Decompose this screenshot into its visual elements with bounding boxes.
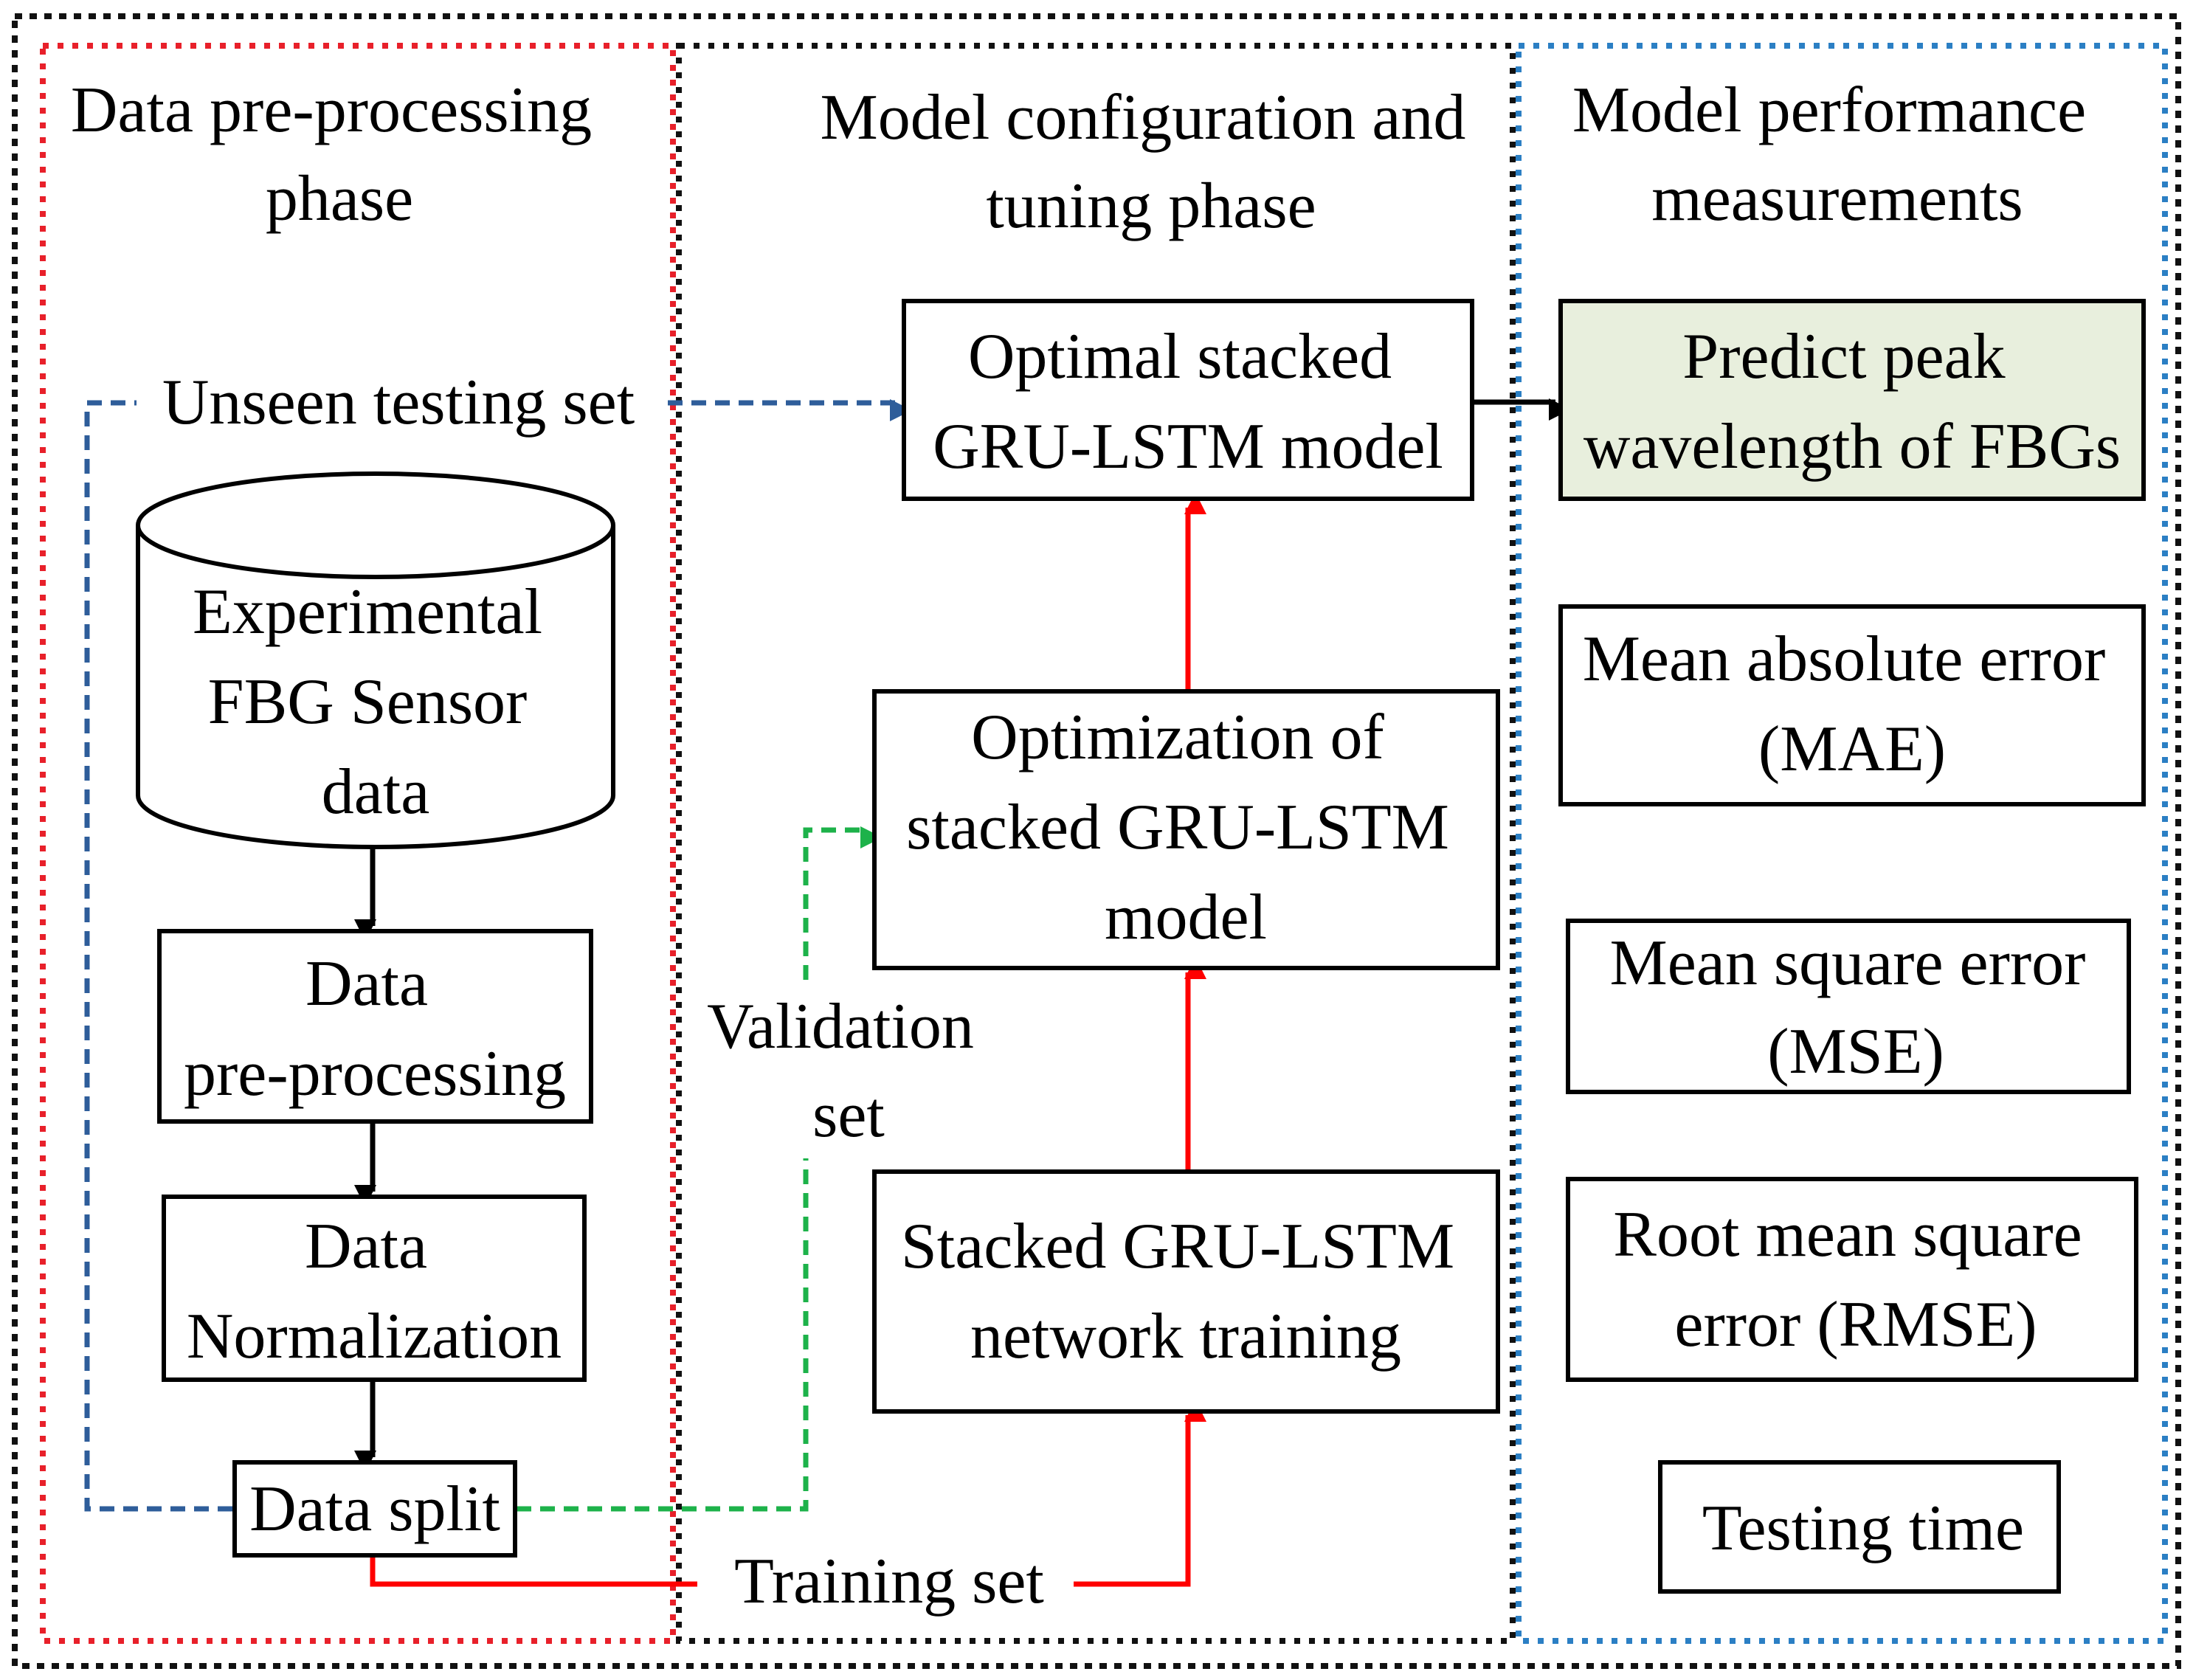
training-set-label: Training set xyxy=(734,1546,1044,1617)
svg-text:Root mean square error (: Root mean square error (RMSE) xyxy=(1613,1199,2098,1361)
configuration-phase-title: Model configuration and tuning phase xyxy=(821,82,1482,242)
validation-set-label: Validation set xyxy=(707,991,990,1151)
rmse-node: Root mean square error (RMSE) xyxy=(1566,1177,2138,1382)
optimal-model-node: Optimal stacked GRU-LSTM model xyxy=(902,299,1474,501)
svg-text:Optimization of stacked: Optimization of stacked GRU-LSTM model xyxy=(906,702,1465,953)
unseen-testing-set-line-left xyxy=(84,400,232,1512)
performance-phase-title: Model performance measurements xyxy=(1572,75,2102,235)
experimental-data-cylinder: Experimental FBG Sensor data xyxy=(136,471,615,849)
data-split-node: Data split xyxy=(232,1460,517,1558)
outer-frame xyxy=(12,13,2181,1669)
validation-set-arrow xyxy=(803,826,883,980)
training-set-arrow xyxy=(1074,1400,1206,1587)
svg-text:Optimal stacked GRU-LSTM: Optimal stacked GRU-LSTM model xyxy=(933,321,1443,483)
experimental-data-label: Experimental FBG Sensor data xyxy=(193,576,559,828)
predict-peak-wavelength-node: Predict peak wavelength of FBGs xyxy=(1558,299,2146,501)
svg-text:Testing time: Testing time xyxy=(1702,1493,2024,1564)
mae-node: Mean absolute error (MAE) xyxy=(1558,604,2146,806)
svg-text:Predict peak wavelength: Predict peak wavelength of FBGs xyxy=(1584,321,2121,483)
data-normalization-node: Data Normalization xyxy=(162,1195,587,1382)
preprocessing-phase-frame xyxy=(40,43,676,1644)
testing-time-node: Testing time xyxy=(1658,1460,2061,1594)
svg-text:Mean absolute error (MAE: Mean absolute error (MAE) xyxy=(1583,623,2122,785)
network-training-node: Stacked GRU-LSTM network training xyxy=(872,1169,1500,1414)
svg-text:Stacked GRU-LSTM network: Stacked GRU-LSTM network training xyxy=(901,1211,1471,1372)
preprocessing-phase-title: Data pre-processing phase xyxy=(71,75,608,235)
data-preprocessing-node: Data pre-processing xyxy=(157,929,593,1124)
configuration-phase-frame xyxy=(676,43,1516,1644)
svg-text:Data Normalization: Data Normalization xyxy=(187,1211,562,1372)
svg-text:Data split: Data split xyxy=(249,1473,500,1545)
svg-text:Mean square error (MSE): Mean square error (MSE) xyxy=(1609,927,2102,1088)
svg-text:Data pre-processing: Data pre-processing xyxy=(184,948,566,1110)
optimization-node: Optimization of stacked GRU-LSTM model xyxy=(872,689,1500,970)
performance-phase-frame xyxy=(1516,43,2168,1644)
training-set-line-left xyxy=(370,1557,697,1587)
validation-set-line-lower xyxy=(517,1158,809,1512)
unseen-testing-set-label: Unseen testing set xyxy=(162,367,635,438)
mse-node: Mean square error (MSE) xyxy=(1566,919,2131,1094)
